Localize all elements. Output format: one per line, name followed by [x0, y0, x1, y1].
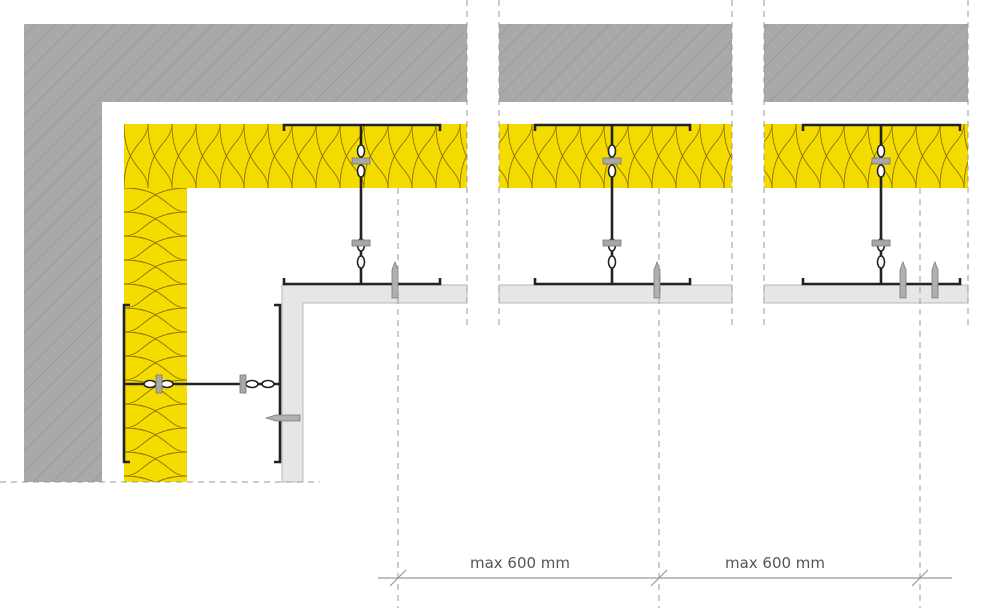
tab-wall-b	[239, 374, 247, 394]
bottom-channel-2	[533, 278, 692, 286]
reference-lines	[0, 0, 969, 608]
screws	[264, 260, 939, 422]
clip-wall-d	[261, 379, 275, 389]
wall-channel-board	[274, 303, 282, 464]
tab-2b	[602, 239, 622, 247]
dimension-label-1: max 600 mm	[470, 554, 570, 572]
concrete-structure	[24, 24, 968, 482]
clip-2b	[607, 164, 617, 178]
insulation-ceiling-right	[764, 124, 968, 188]
plasterboard-corner	[281, 284, 468, 483]
bottom-channel-3	[801, 278, 962, 286]
tab-3b	[871, 239, 891, 247]
dimension-label-2: max 600 mm	[725, 554, 825, 572]
clip-1a	[356, 144, 366, 158]
clip-3b	[876, 164, 886, 178]
clip-wall-a	[143, 379, 157, 389]
dimension-tick-2	[650, 569, 668, 587]
clip-1d	[356, 255, 366, 269]
clip-wall-c	[245, 379, 259, 389]
dimension-line	[378, 569, 952, 587]
clip-2a	[607, 144, 617, 158]
concrete-slab-middle	[499, 24, 732, 102]
insulation-wall	[124, 188, 187, 482]
plasterboard-ceiling-middle	[498, 284, 733, 304]
tab-wall-a	[155, 374, 163, 394]
concrete-wall-slab-left	[24, 24, 467, 482]
clip-wall-b	[160, 379, 174, 389]
clip-1b	[356, 164, 366, 178]
tab-1a	[351, 157, 371, 165]
clip-2d	[607, 255, 617, 269]
insulation-layer	[124, 124, 968, 482]
clip-3d	[876, 255, 886, 269]
dimension-tick-1	[389, 569, 407, 587]
concrete-slab-right	[764, 24, 968, 102]
tab-1b	[351, 239, 371, 247]
screw-icon	[899, 260, 907, 299]
insulation-ceiling-middle	[499, 124, 732, 188]
screw-icon	[264, 414, 301, 422]
clip-3a	[876, 144, 886, 158]
screw-icon	[931, 260, 939, 299]
insulation-ceiling-left	[124, 124, 467, 188]
tab-3a	[871, 157, 891, 165]
tab-2a	[602, 157, 622, 165]
bottom-channel-1	[282, 278, 442, 286]
screw-icon	[391, 260, 399, 299]
dimension-tick-3	[911, 569, 929, 587]
fixing-tabs	[155, 157, 891, 394]
plasterboard-lining	[281, 284, 969, 483]
